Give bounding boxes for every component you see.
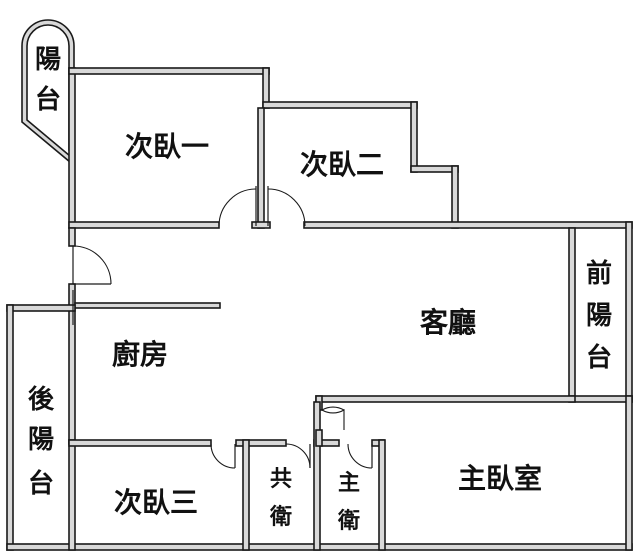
- master-corridor-wall: [315, 429, 323, 447]
- door-shared-bath-arc: [285, 443, 311, 469]
- door-master-corridor-arc-2: [321, 409, 345, 430]
- label-master-bedroom: 主臥室: [458, 462, 542, 495]
- label-front-balcony-2: 陽: [586, 301, 612, 331]
- label-back-balcony-3: 台: [28, 468, 54, 499]
- living-room-bottom-wall: [315, 395, 576, 403]
- bedrooms-bottom-wall-left: [68, 221, 220, 229]
- bedroom-3-right-wall: [451, 165, 459, 229]
- bedroom-3-top-wall: [262, 101, 418, 109]
- label-front-balcony-3: 台: [586, 342, 612, 373]
- label-bedroom-2: 次臥一: [125, 130, 209, 163]
- label-front-balcony-1: 前: [586, 258, 612, 289]
- bedroom-2-top-wall: [68, 67, 270, 75]
- room-labels: 陽 台 次臥一 次臥二 客廳 前 陽 台 廚房 後 陽 台 次臥三 共 衛 主 …: [28, 45, 612, 534]
- label-balcony-top-left-2: 台: [35, 84, 61, 115]
- door-bedroom-4-arc: [210, 443, 236, 469]
- door-bedroom-2-arc: [218, 188, 257, 227]
- label-back-balcony-2: 陽: [28, 425, 54, 455]
- label-living-room: 客廳: [420, 306, 476, 339]
- label-balcony-top-left-1: 陽: [35, 45, 61, 75]
- bedrooms-bottom-wall-mid: [251, 221, 271, 229]
- bedroom-4-top-wall: [68, 439, 212, 447]
- bedrooms-bottom-wall-right: [303, 221, 633, 229]
- door-master-bath-arc: [347, 443, 373, 469]
- shared-bath-right-wall: [313, 401, 321, 551]
- door-bedroom-3-arc: [267, 188, 306, 227]
- label-bedroom-4: 次臥三: [114, 486, 198, 519]
- walls: [6, 19, 633, 551]
- label-back-balcony-1: 後: [28, 384, 55, 415]
- kitchen-partition: [74, 302, 221, 309]
- bedroom-2-left-wall: [68, 67, 76, 229]
- label-bedroom-3: 次臥二: [300, 148, 384, 181]
- label-shared-bath-2: 衛: [269, 504, 292, 530]
- bedroom-divider-wall: [257, 107, 265, 229]
- door-master-corridor-arc: [321, 406, 345, 411]
- back-balcony-top-wall: [6, 304, 76, 312]
- front-balcony-bottom-wall: [568, 395, 633, 403]
- doors: [72, 186, 373, 469]
- label-master-bath-1: 主: [338, 471, 360, 496]
- back-balcony-right-wall: [68, 439, 76, 551]
- label-shared-bath-1: 共: [270, 467, 292, 492]
- back-balcony-left-wall: [6, 304, 14, 551]
- bedroom-3-step-horizontal: [410, 165, 459, 173]
- bath-top-wall-a: [235, 439, 287, 447]
- master-bath-right-wall: [378, 439, 386, 551]
- label-kitchen: 廚房: [112, 338, 168, 371]
- door-entry-arc: [72, 245, 112, 285]
- front-balcony-right-wall: [625, 221, 633, 403]
- bedroom-4-right-wall: [242, 439, 250, 551]
- bedroom-3-step-vertical: [410, 101, 418, 173]
- label-master-bath-2: 衛: [337, 508, 360, 534]
- right-outer-wall-lower: [625, 395, 633, 551]
- entry-left-wall-upper: [68, 227, 76, 247]
- front-balcony-left-wall: [568, 227, 576, 399]
